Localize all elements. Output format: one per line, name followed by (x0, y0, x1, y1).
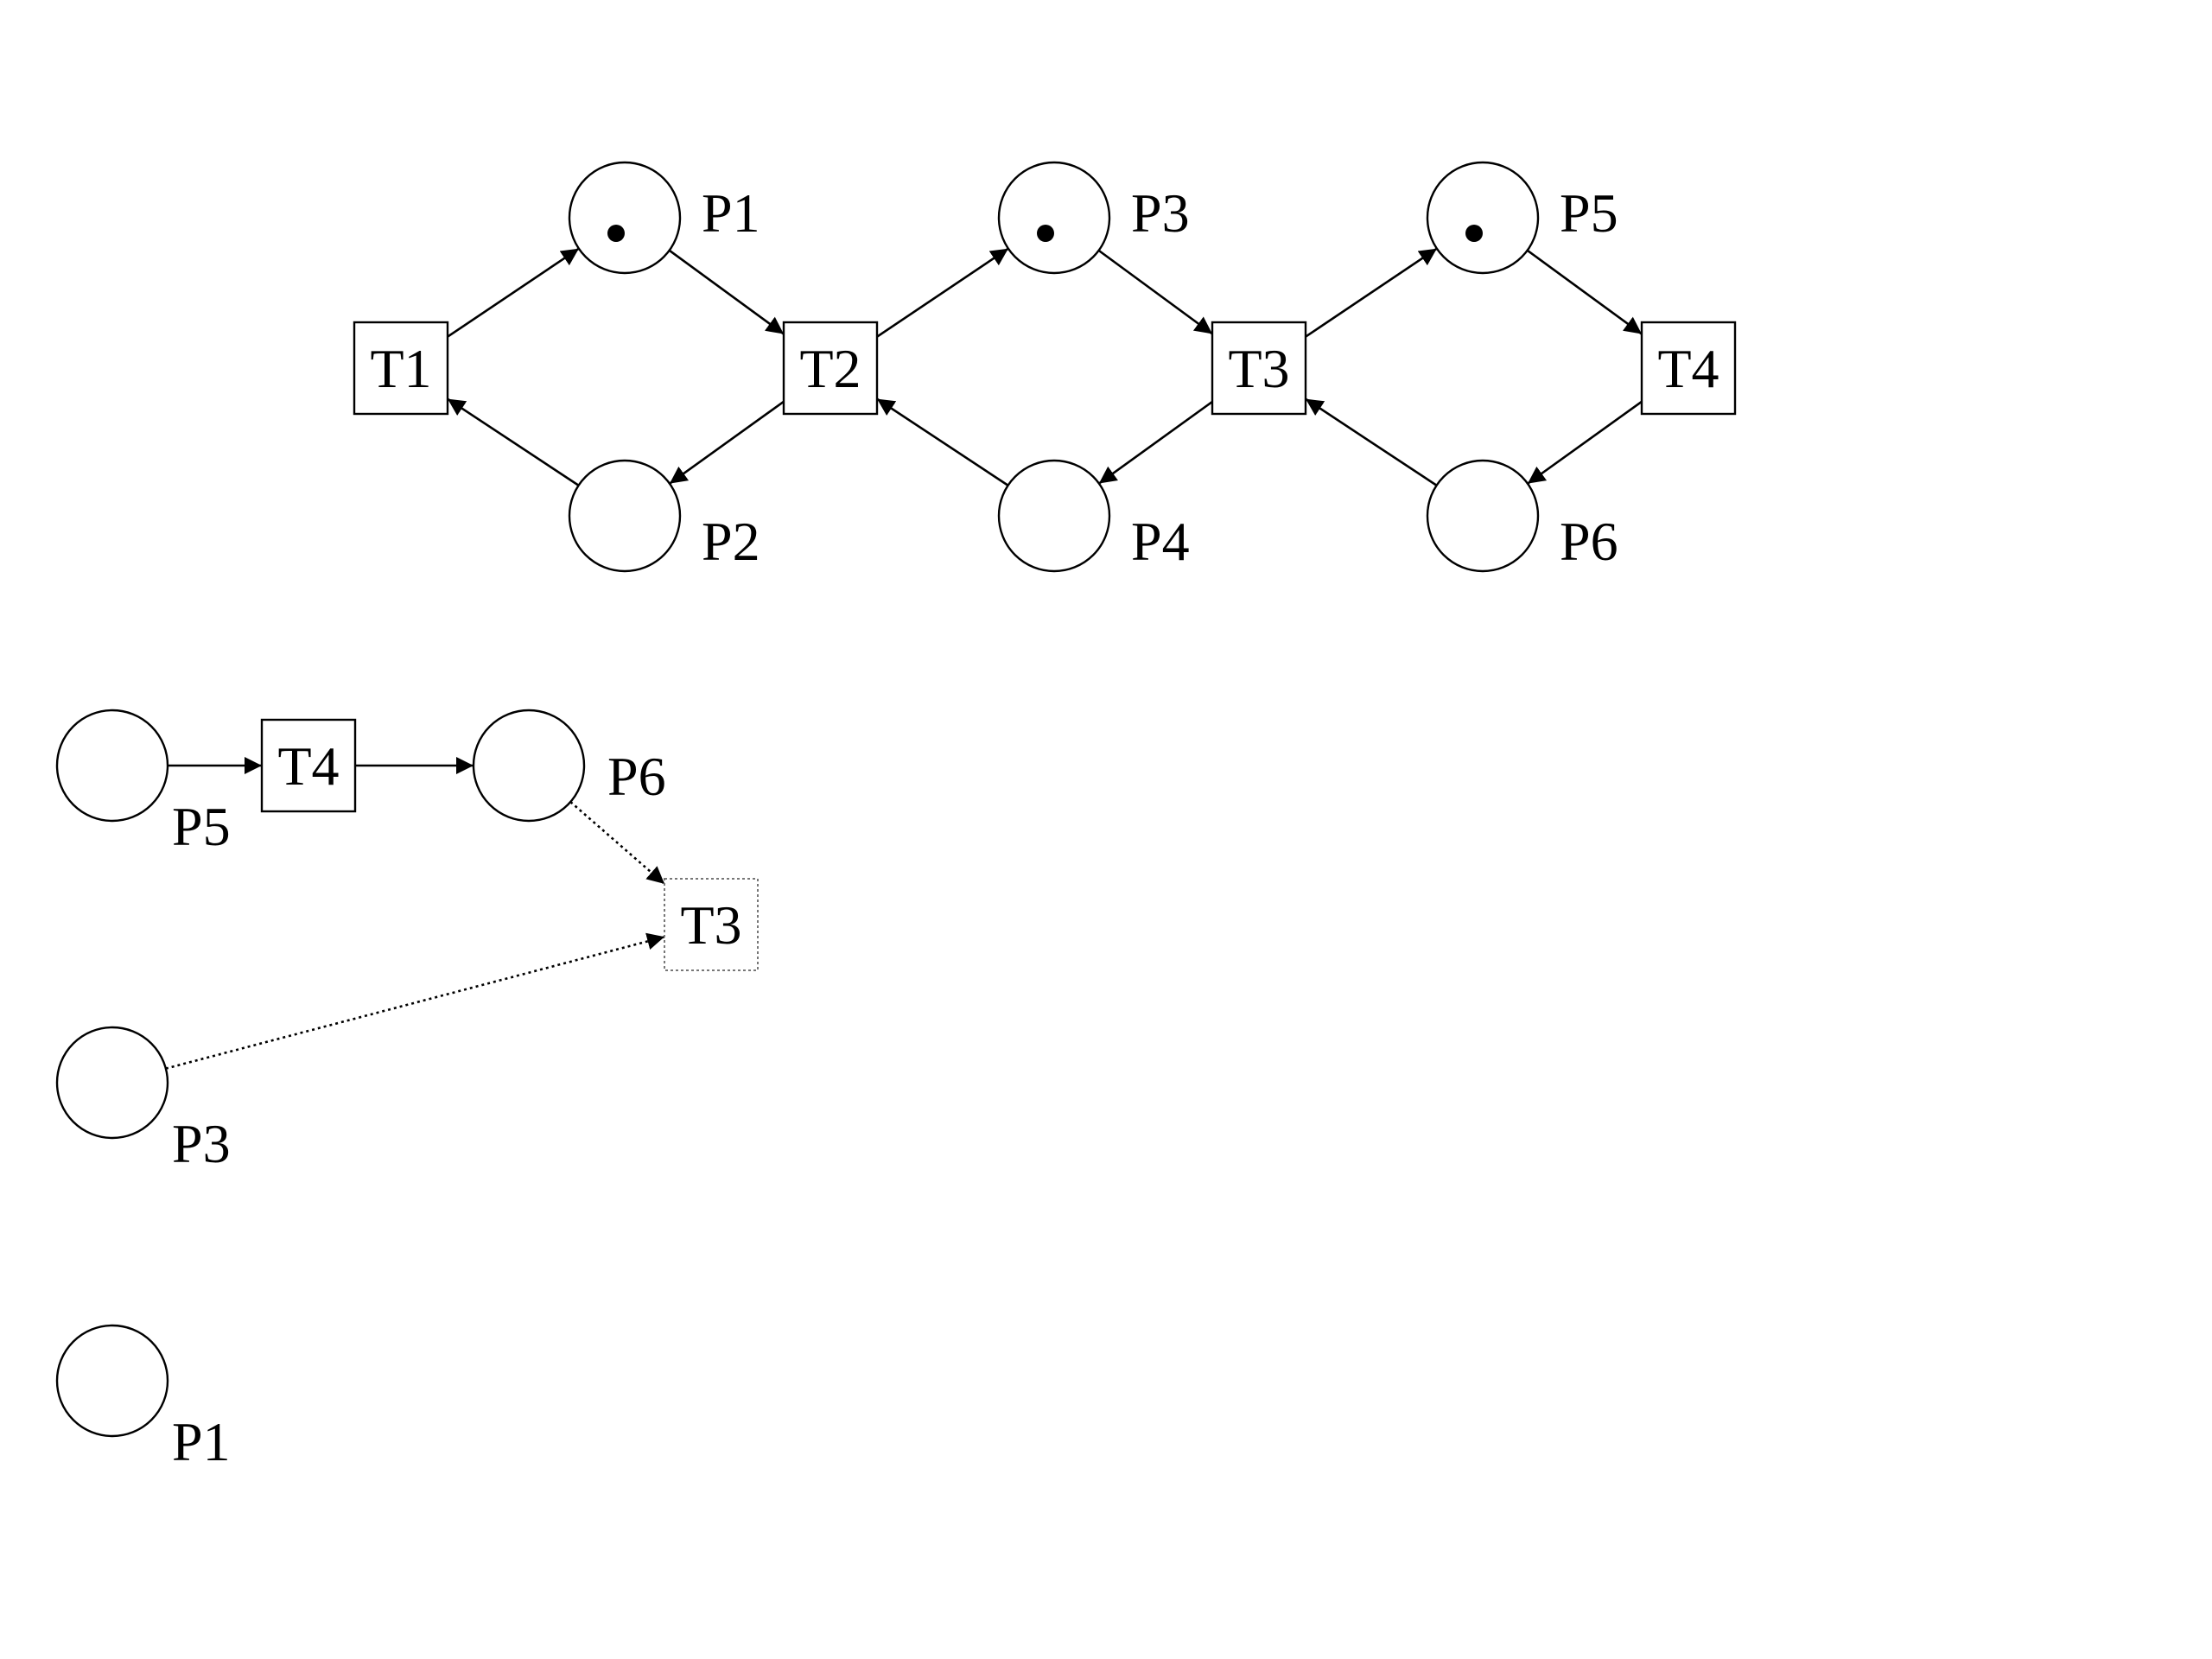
transition-T4: T4 (1640, 321, 1737, 416)
place-P3: P3 (997, 161, 1190, 275)
transition-T1: T1 (353, 321, 449, 416)
top-arc-P1-to-T2 (668, 249, 785, 335)
place-circle (568, 161, 682, 275)
token-dot (1037, 225, 1054, 242)
top-arc-T2-to-P2 (669, 400, 785, 485)
place-label: P3 (172, 1113, 231, 1174)
top-arc-P6-to-T3 (1305, 397, 1438, 486)
place-P4: P4 (997, 459, 1190, 573)
transition-label: T3 (680, 894, 741, 956)
place-P2: P2 (568, 459, 760, 573)
transition-box (782, 321, 879, 416)
place-label: P1 (172, 1411, 231, 1472)
bottom-arc-b-P3-to-b-T3 (165, 932, 665, 1070)
bottom-arc-b-P6-to-b-T3 (569, 801, 665, 885)
place-label: P5 (1560, 182, 1618, 244)
top-arc-T4-to-P6 (1527, 400, 1643, 485)
place-label: P4 (1131, 511, 1190, 572)
place-b-P6: P6 (472, 709, 666, 823)
transition-label: T1 (370, 338, 431, 399)
transition-T2: T2 (782, 321, 879, 416)
transition-label: T3 (1228, 338, 1289, 399)
place-circle (1426, 459, 1540, 573)
place-circle (997, 161, 1111, 275)
place-circle (997, 459, 1111, 573)
place-circle (472, 709, 586, 823)
transition-b-T3: T3 (664, 878, 759, 971)
transition-T3: T3 (1211, 321, 1307, 416)
transition-box (1640, 321, 1737, 416)
place-b-P3: P3 (55, 1026, 231, 1174)
token-dot (607, 225, 625, 242)
place-circle (568, 459, 682, 573)
top-arc-T3-to-P5 (1305, 247, 1438, 338)
transition-label: T2 (799, 338, 861, 399)
transition-b-T4: T4 (260, 718, 357, 813)
transition-box (260, 718, 357, 813)
top-arc-T3-to-P4 (1098, 400, 1213, 485)
transition-label: T4 (277, 735, 339, 797)
place-label: P5 (172, 796, 231, 857)
place-circle (55, 1026, 169, 1140)
transition-label: T4 (1657, 338, 1719, 399)
transition-box (1211, 321, 1307, 416)
place-b-P1: P1 (55, 1324, 231, 1472)
top-arc-P3-to-T3 (1097, 249, 1213, 335)
place-label: P6 (607, 746, 666, 807)
place-P6: P6 (1426, 459, 1618, 573)
place-P5: P5 (1426, 161, 1618, 275)
place-label: P1 (702, 182, 760, 244)
place-label: P2 (702, 511, 760, 572)
place-label: P6 (1560, 511, 1618, 572)
top-arc-P4-to-T2 (876, 397, 1009, 486)
place-circle (55, 709, 169, 823)
transition-box (664, 878, 759, 971)
top-arc-P2-to-T1 (447, 397, 580, 486)
place-label: P3 (1131, 182, 1190, 244)
place-circle (1426, 161, 1540, 275)
place-circle (55, 1324, 169, 1438)
top-arc-T1-to-P1 (447, 247, 580, 338)
transition-box (353, 321, 449, 416)
top-arc-P5-to-T4 (1526, 249, 1643, 335)
place-P1: P1 (568, 161, 760, 275)
token-dot (1465, 225, 1483, 242)
place-b-P5: P5 (55, 709, 231, 857)
top-arc-T2-to-P3 (876, 247, 1009, 338)
